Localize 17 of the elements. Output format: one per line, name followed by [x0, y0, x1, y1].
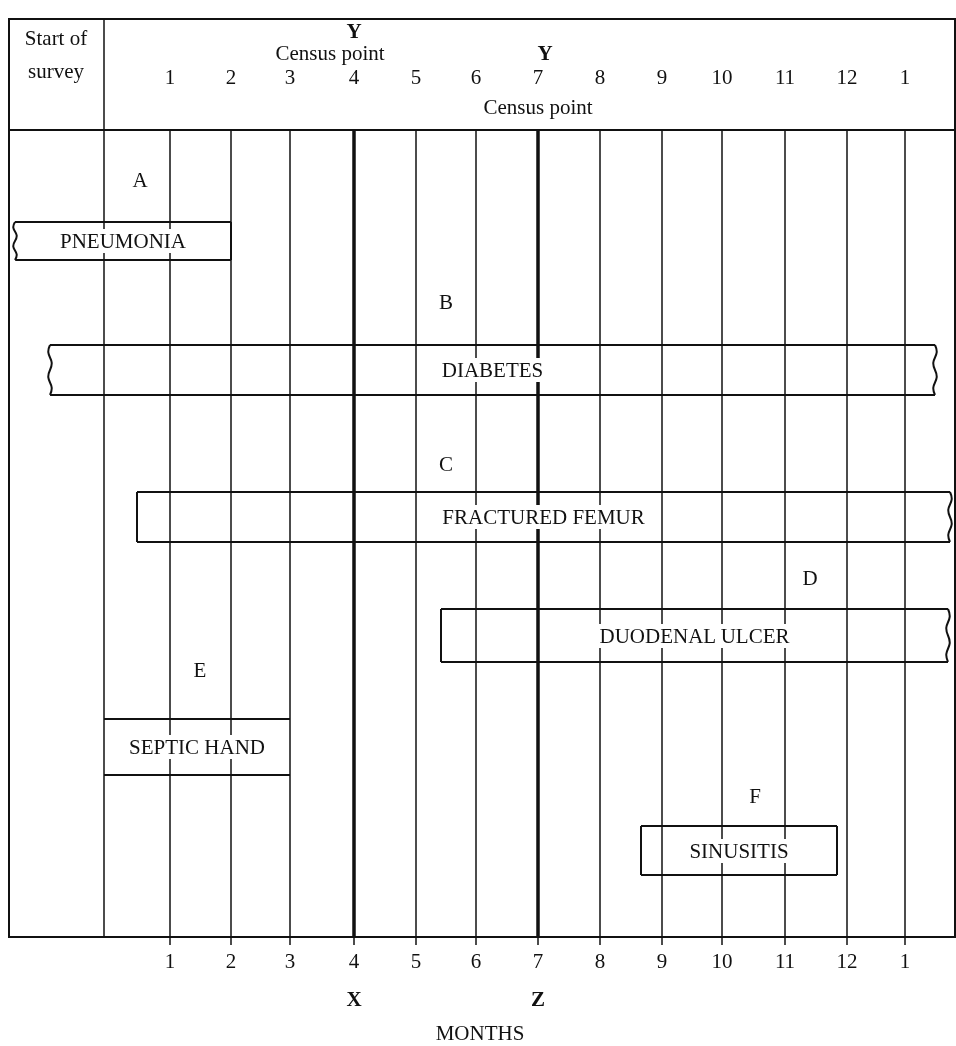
timeline-bar — [641, 826, 837, 875]
bar-label: PNEUMONIA — [58, 229, 188, 253]
bar-letter: E — [193, 658, 207, 682]
bar-label: FRACTURED FEMUR — [440, 505, 647, 529]
bar-letter: F — [749, 784, 761, 808]
bar-label: SEPTIC HAND — [127, 735, 267, 759]
timeline-bar — [104, 719, 290, 775]
timeline-bar — [441, 609, 948, 662]
bar-label: SINUSITIS — [687, 838, 791, 863]
bar-letter: D — [802, 566, 818, 590]
bar-letter: B — [439, 290, 453, 314]
timeline-bar — [137, 492, 950, 542]
bar-letter: A — [132, 168, 148, 192]
timeline-bar — [15, 222, 231, 260]
bar-label: DUODENAL ULCER — [597, 623, 792, 648]
timeline-bar — [50, 345, 935, 395]
bar-letter: C — [439, 452, 453, 476]
